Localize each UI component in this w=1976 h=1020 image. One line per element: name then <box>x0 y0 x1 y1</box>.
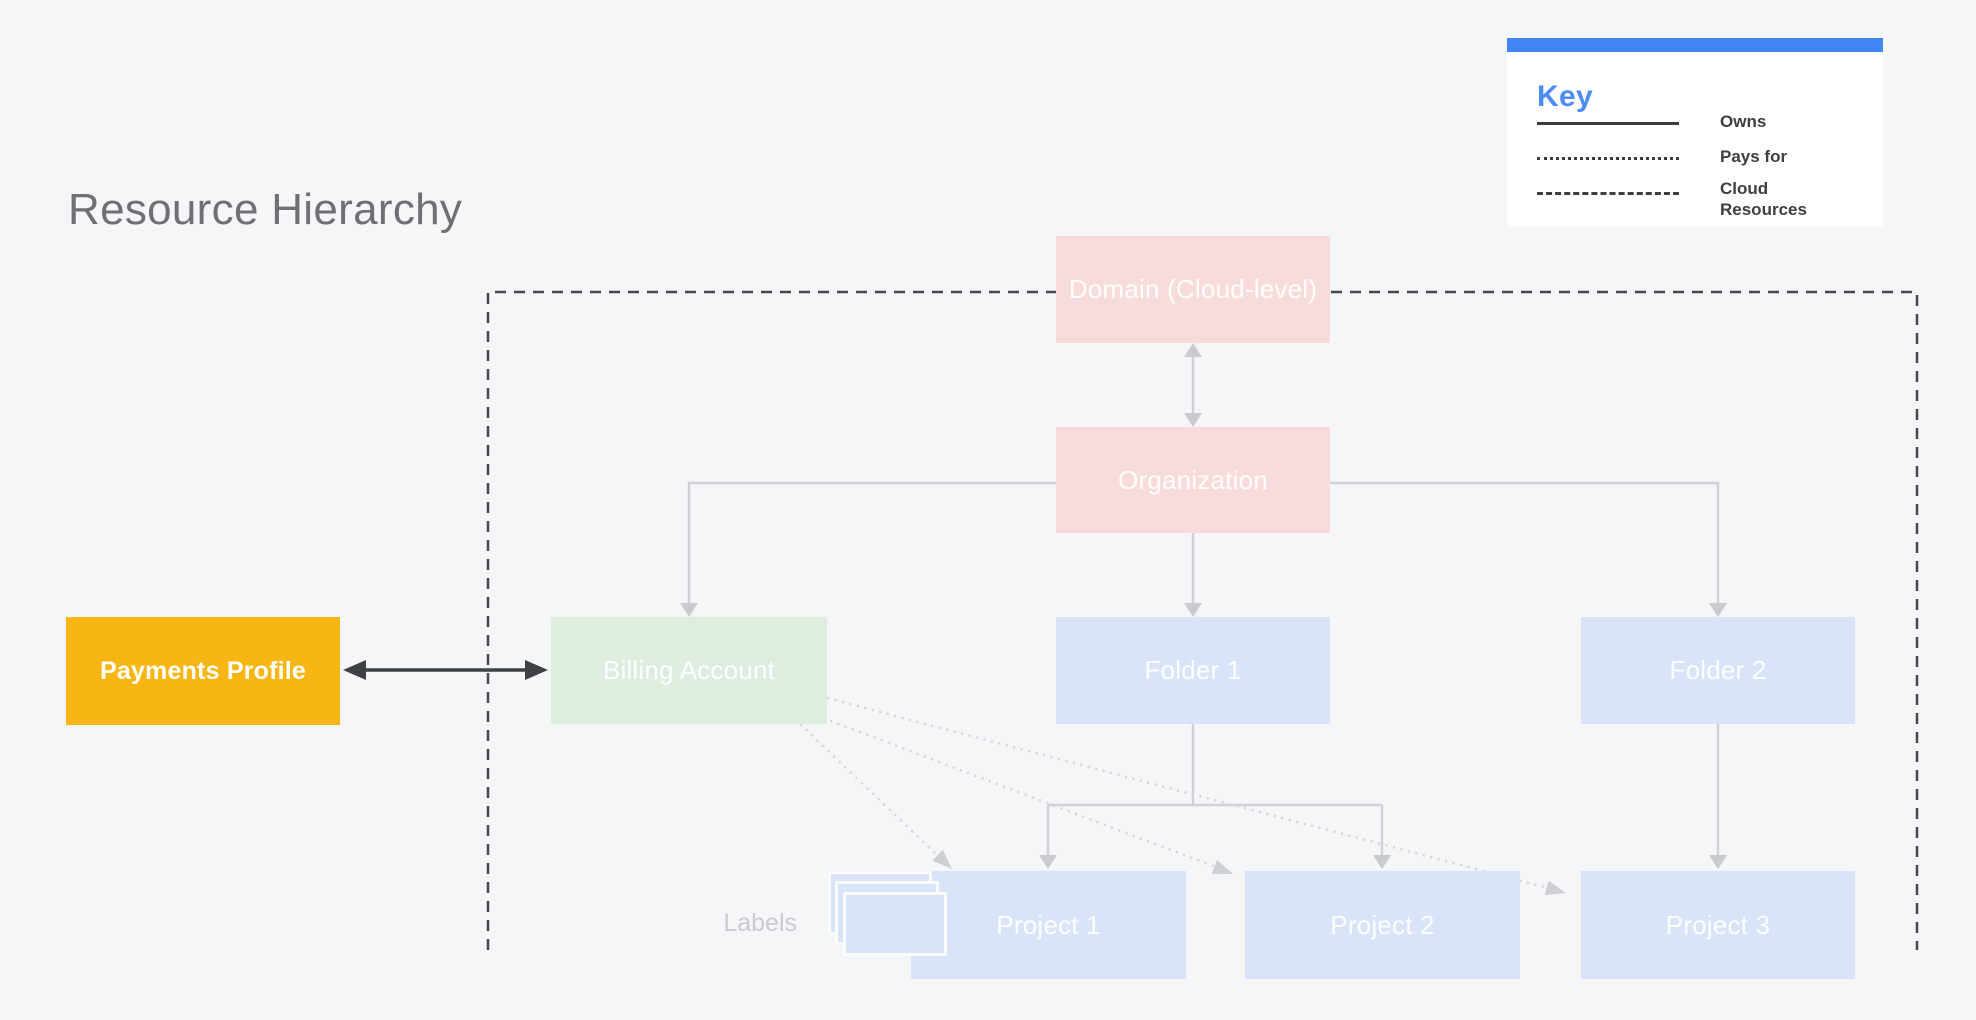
pays-for-line-sample <box>1537 157 1679 160</box>
project-1-node: Project 1 <box>911 871 1186 979</box>
labels-caption: Labels <box>723 909 797 937</box>
owns-connectors <box>687 352 1720 862</box>
payments-billing-arrow <box>343 660 548 680</box>
labels-stack-icon <box>828 871 958 966</box>
legend: Key Owns Pays for Cloud Resources <box>1507 38 1883 227</box>
label-card-front <box>843 892 947 956</box>
pays-for-connectors <box>799 696 1549 890</box>
cloud-resources-line-sample <box>1537 192 1679 195</box>
legend-label-pays-for: Pays for <box>1720 147 1788 166</box>
folder-2-node: Folder 2 <box>1581 617 1855 724</box>
legend-accent-bar <box>1507 38 1883 52</box>
legend-title: Key <box>1537 80 1593 113</box>
pays-for-arrowheads <box>932 849 1566 896</box>
domain-node: Domain (Cloud-level) <box>1056 236 1330 343</box>
payments-profile-node: Payments Profile <box>66 617 340 725</box>
organization-node: Organization <box>1056 427 1330 533</box>
project-2-node: Project 2 <box>1245 871 1520 979</box>
legend-label-owns: Owns <box>1720 112 1767 131</box>
owns-line-sample <box>1537 122 1679 125</box>
billing-account-node: Billing Account <box>551 617 827 724</box>
owns-arrowheads <box>680 343 1727 869</box>
page-title: Resource Hierarchy <box>68 185 463 234</box>
legend-label-cloud-resources: Cloud Resources <box>1720 179 1807 219</box>
project-3-node: Project 3 <box>1581 871 1855 979</box>
folder-1-node: Folder 1 <box>1056 617 1330 724</box>
